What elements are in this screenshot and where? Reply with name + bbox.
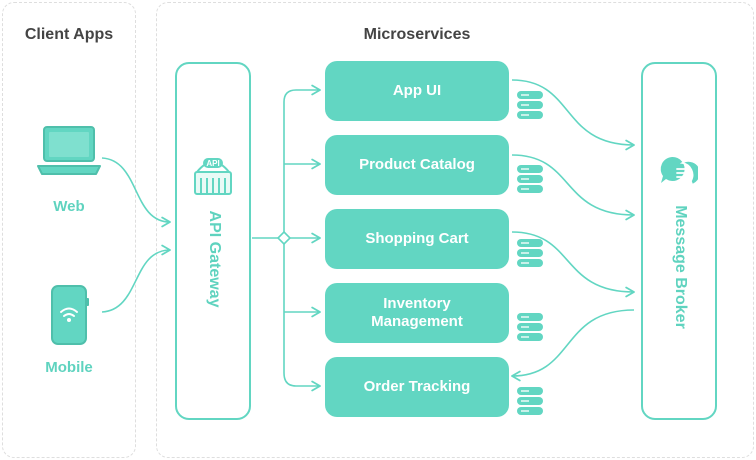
database-icon xyxy=(515,162,545,196)
laptop-icon xyxy=(36,124,102,178)
api-gateway-icon: API xyxy=(189,150,237,198)
message-broker[interactable] xyxy=(641,62,717,420)
database-icon xyxy=(515,88,545,122)
message-broker-label: Message Broker xyxy=(672,205,689,329)
api-gateway[interactable] xyxy=(175,62,251,420)
database-icon xyxy=(515,236,545,270)
service-product-catalog[interactable]: Product Catalog xyxy=(325,135,509,195)
mobile-label: Mobile xyxy=(45,359,93,376)
api-badge: API xyxy=(206,159,219,168)
service-shopping-cart[interactable]: Shopping Cart xyxy=(325,209,509,269)
client-apps-panel xyxy=(2,2,136,458)
microservices-title: Microservices xyxy=(363,26,471,43)
api-gateway-label: API Gateway xyxy=(206,210,223,308)
service-inventory-management[interactable]: Inventory Management xyxy=(325,283,509,343)
service-app-ui[interactable]: App UI xyxy=(325,61,509,121)
database-icon xyxy=(515,384,545,418)
chat-bubbles-icon xyxy=(658,153,702,189)
mobile-phone-icon xyxy=(48,284,90,346)
web-label: Web xyxy=(53,198,85,215)
database-icon xyxy=(515,310,545,344)
service-order-tracking[interactable]: Order Tracking xyxy=(325,357,509,417)
client-apps-title: Client Apps xyxy=(24,26,114,43)
microservices-panel xyxy=(156,2,754,458)
